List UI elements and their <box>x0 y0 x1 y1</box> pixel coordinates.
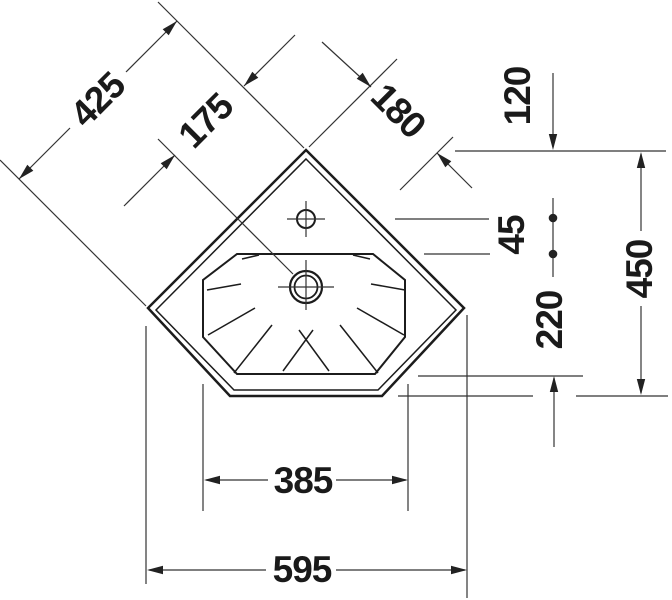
arrow-175-lower <box>160 155 175 170</box>
dot-45-lower <box>548 249 558 259</box>
dimension-arrowheads <box>19 21 646 575</box>
ext-apex-upright <box>308 58 398 148</box>
dot-45-upper <box>548 213 558 223</box>
washbasin-outline-group <box>146 148 466 398</box>
ext-180-right <box>399 136 454 191</box>
basin-inner-outline <box>154 157 458 391</box>
arrow-180-lower <box>437 153 452 168</box>
arrow-385-left <box>204 475 220 485</box>
arrow-120-down <box>548 134 558 150</box>
arrow-450-up <box>636 152 646 168</box>
ext-apex-upleft <box>157 1 305 149</box>
arrow-175-upper <box>244 71 259 86</box>
arrow-385-right <box>392 475 408 485</box>
basin-outer-outline <box>146 148 466 398</box>
tap-hole <box>287 201 325 237</box>
arrow-425-lower <box>19 164 34 179</box>
dimension-lines <box>18 20 642 571</box>
arrow-425-upper <box>162 21 177 36</box>
drain <box>278 260 334 310</box>
arrow-450-down <box>636 379 646 395</box>
arrow-595-left <box>147 565 163 575</box>
inner-basin-rim <box>202 253 406 375</box>
ext-left-vertex <box>0 159 147 307</box>
arrow-180-upper <box>356 72 371 87</box>
ext-drain-diagonal <box>157 138 294 275</box>
arrow-220-up <box>549 376 559 392</box>
basin-contour-strokes <box>206 254 406 374</box>
arrow-595-right <box>451 565 467 575</box>
